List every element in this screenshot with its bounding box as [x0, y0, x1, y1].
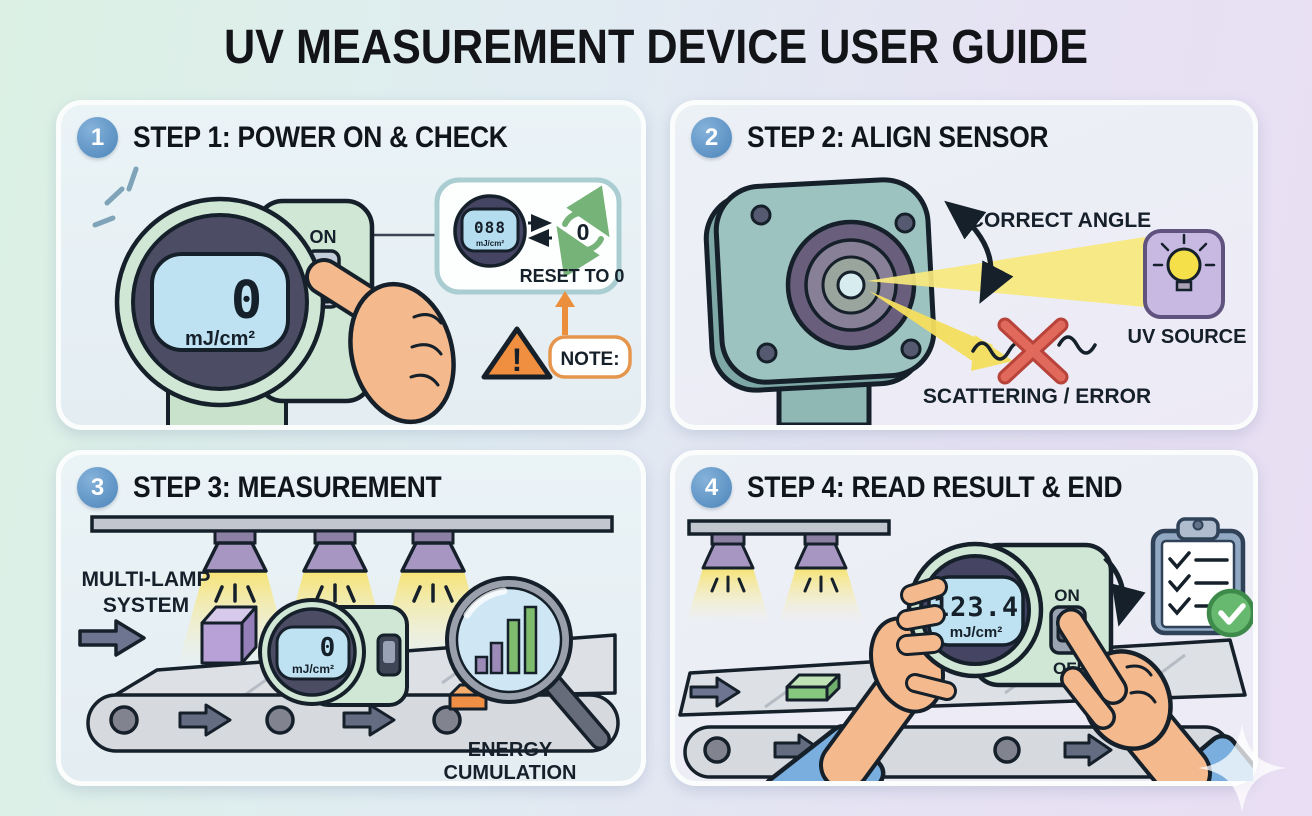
note-callout: ! NOTE: — [481, 291, 632, 380]
reset-callout: 088 mJ/cm² 0 RESET TO 0 — [434, 177, 625, 295]
feed-arrow-icon — [689, 676, 741, 708]
step3-illustration: MULTI-LAMP SYSTEM — [78, 515, 620, 781]
reset-caption: RESET TO 0 — [520, 266, 625, 286]
multi-lamp-label-1: MULTI-LAMP — [81, 568, 210, 591]
page-title: UV MEASUREMENT DEVICE USER GUIDE — [223, 21, 1089, 74]
energy-bars — [474, 605, 538, 675]
warning-triangle-icon: ! — [481, 326, 553, 380]
energy-label-2: CUMULATION — [444, 762, 577, 781]
reset-cycle-icon: 0 — [556, 185, 610, 278]
power-off-arrow-icon — [1103, 556, 1146, 627]
belt-rollers — [703, 736, 1021, 764]
lamp-rail — [687, 519, 891, 536]
mini-lcd-unit: mJ/cm² — [476, 239, 504, 248]
step1-badge: 1 — [77, 117, 118, 158]
mini-lcd-reading: 088 — [474, 218, 506, 237]
uv-lamp-icon — [779, 532, 863, 623]
step3-badge: 3 — [77, 467, 118, 508]
warning-mark: ! — [512, 342, 523, 378]
step4-illustration: ON OFF 123.4 mJ/cm² — [678, 517, 1253, 781]
lcd-reading: 0 — [320, 633, 337, 663]
uv-meter-device: ON 0 mJ/cm² — [114, 196, 375, 425]
energy-label-1: ENERGY — [468, 739, 553, 761]
up-arrow-icon — [555, 291, 575, 307]
uv-source-icon — [1143, 229, 1225, 319]
belt-rollers — [109, 705, 462, 735]
scattering-label: SCATTERING / ERROR — [923, 385, 1151, 408]
note-label: NOTE: — [560, 349, 619, 370]
step3-heading: STEP 3: MEASUREMENT — [133, 470, 442, 504]
lcd-unit: mJ/cm² — [292, 662, 334, 676]
lcd-unit: mJ/cm² — [185, 328, 255, 350]
power-on-label: ON — [1054, 586, 1080, 605]
mini-display-icon: 088 mJ/cm² — [453, 194, 527, 268]
step1-illustration: ON 0 mJ/cm² — [92, 166, 632, 425]
uv-lamp-icon — [686, 532, 770, 623]
scattering-error-icon — [971, 317, 1097, 385]
left-fingers — [896, 576, 957, 701]
product-green — [785, 673, 841, 702]
checklist-clipboard-icon — [1150, 517, 1253, 638]
multi-lamp-label-2: SYSTEM — [103, 594, 189, 617]
uv-sensor-device — [703, 177, 937, 425]
uv-source-label: UV SOURCE — [1128, 326, 1247, 348]
step2-illustration: CORRECT ANGLE UV SOURCE — [703, 177, 1247, 425]
reset-zero: 0 — [577, 219, 590, 245]
success-check-icon — [1206, 588, 1253, 638]
sensor-lens-icon — [785, 219, 917, 351]
step2-heading: STEP 2: ALIGN SENSOR — [747, 120, 1049, 154]
step3-panel: MULTI-LAMP SYSTEM — [56, 450, 646, 786]
lamp-rail — [90, 515, 614, 533]
lcd-reading: 0 — [231, 271, 263, 331]
lcd-unit: mJ/cm² — [950, 624, 1003, 641]
step1-heading: STEP 1: POWER ON & CHECK — [133, 120, 508, 154]
uv-lamps — [686, 532, 863, 623]
step4-heading: STEP 4: READ RESULT & END — [747, 470, 1123, 504]
swap-arrows-icon — [528, 214, 552, 247]
step4-panel: ON OFF 123.4 mJ/cm² — [670, 450, 1258, 786]
step2-panel: CORRECT ANGLE UV SOURCE — [670, 100, 1258, 430]
screws — [750, 204, 922, 364]
product-cube — [200, 605, 258, 665]
step2-badge: 2 — [691, 117, 732, 158]
step1-panel: ON 0 mJ/cm² — [56, 100, 646, 430]
uv-meter-on-belt: 0 mJ/cm² — [258, 598, 409, 707]
sparkle-icon — [1198, 724, 1286, 812]
feed-arrow-icon — [78, 619, 146, 657]
magnifier-chart-icon — [445, 576, 611, 750]
lcd-reading: 123.4 — [933, 592, 1019, 623]
step4-badge: 4 — [691, 467, 732, 508]
power-sparkle-icon — [92, 166, 139, 228]
pressing-hand — [305, 258, 456, 425]
belt-direction-arrows — [178, 703, 396, 737]
angle-arrow-icon — [944, 200, 1014, 304]
power-on-label: ON — [310, 227, 337, 247]
correct-angle-label: CORRECT ANGLE — [969, 209, 1151, 232]
